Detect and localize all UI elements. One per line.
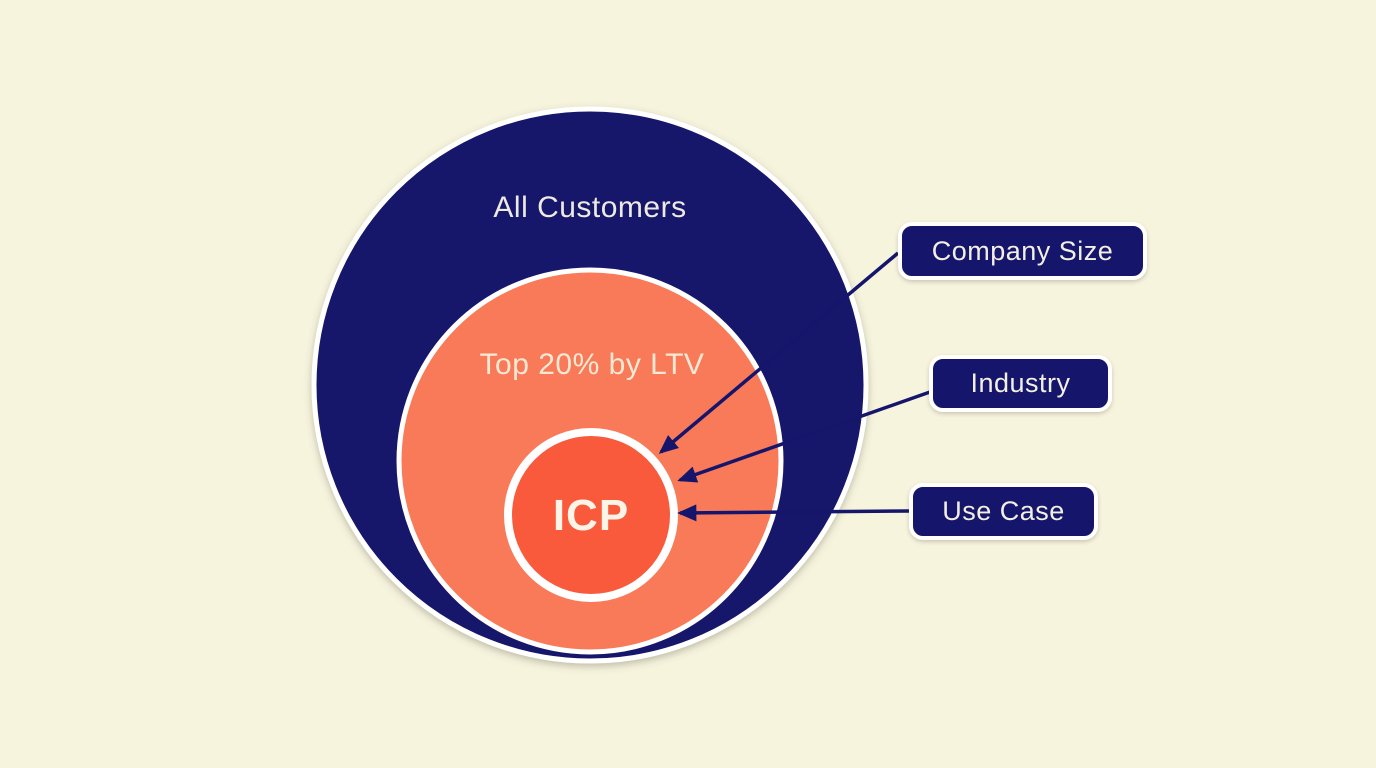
arrow-use-case-to-icp bbox=[677, 504, 911, 522]
callout-use-case-label: Use Case bbox=[942, 496, 1065, 526]
callout-company-size-label: Company Size bbox=[931, 235, 1114, 266]
callout-use-case: Use Case bbox=[909, 483, 1098, 540]
callout-company-size: Company Size bbox=[898, 222, 1147, 280]
callout-industry-label: Industry bbox=[970, 368, 1071, 398]
icp-circle bbox=[504, 428, 678, 602]
all-customers-label: All Customers bbox=[493, 191, 687, 224]
top20-ltv-label: Top 20% by LTV bbox=[479, 348, 705, 381]
callout-industry: Industry bbox=[929, 355, 1112, 412]
arrow-company-size-to-icp bbox=[658, 251, 900, 454]
icp-label: ICP bbox=[552, 491, 630, 540]
arrow-industry-to-icp bbox=[677, 390, 931, 483]
